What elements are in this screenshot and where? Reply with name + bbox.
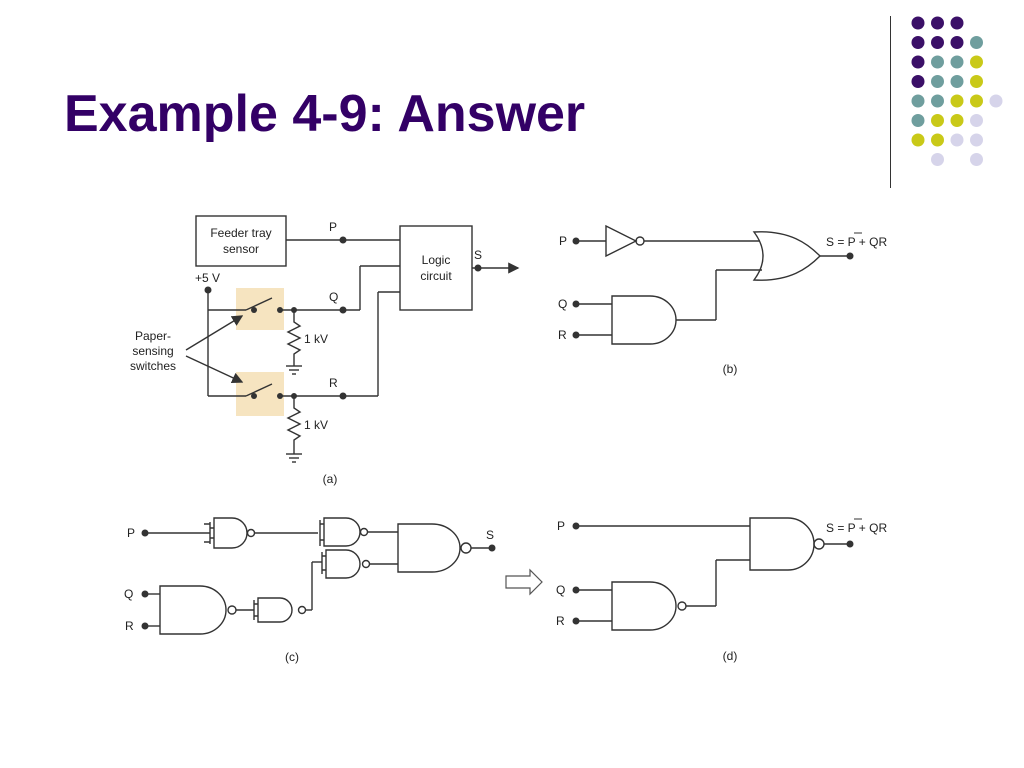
decorative-dot (970, 55, 983, 69)
diagram-d-labels: P Q R S = P + QR (d) (556, 518, 887, 663)
nand-gate-c1 (323, 517, 361, 547)
or-gate (752, 231, 821, 281)
c-output-s: S (486, 528, 494, 542)
slide-title: Example 4-9: Answer (64, 85, 586, 143)
d-nand-gate-qr (611, 581, 677, 631)
decorative-dot (950, 114, 964, 127)
decorative-dot (911, 55, 925, 69)
signal-q-label: Q (329, 290, 338, 304)
decorative-dot (970, 133, 983, 147)
title-divider (890, 16, 891, 188)
c-input-r: R (125, 619, 134, 633)
not-gate (605, 224, 638, 258)
decorative-dot (931, 36, 944, 49)
diagram-c-labels: P Q R S (c) (124, 526, 494, 664)
decorative-dot (989, 94, 1003, 108)
b-input-r: R (558, 328, 567, 342)
resistor-2-label: 1 kV (304, 418, 328, 432)
decorative-dot (931, 133, 944, 147)
b-output-equation: S = P + QR (826, 235, 887, 249)
caption-d: (d) (723, 649, 738, 663)
decorative-dot (931, 55, 944, 69)
switch-label-1: Paper- (135, 329, 171, 343)
decorative-dot (970, 36, 983, 49)
decorative-dot (950, 94, 964, 108)
diagram-d (572, 517, 854, 631)
decorative-dot (970, 114, 983, 127)
resistor-2 (286, 396, 302, 454)
d-output-equation: S = P + QR (826, 521, 887, 535)
decorative-dot (950, 36, 964, 49)
b-input-p: P (559, 234, 567, 248)
decorative-dot (970, 153, 983, 166)
resistor-1-label: 1 kV (304, 332, 328, 346)
b-input-q: Q (558, 297, 567, 311)
signal-r-label: R (329, 376, 338, 390)
transform-arrow-icon (505, 568, 543, 596)
decorative-dot (911, 75, 925, 88)
d-input-p: P (557, 519, 565, 533)
nand-gate-c2 (257, 597, 293, 623)
decorative-dot (931, 16, 944, 30)
signal-s-label: S (474, 248, 482, 262)
decorative-dot (970, 75, 983, 88)
c-input-q: Q (124, 587, 133, 601)
d-input-q: Q (556, 583, 565, 597)
feeder-tray-sensor-box (195, 215, 287, 267)
decorative-dot (950, 16, 964, 30)
diagram-a (185, 215, 520, 463)
switch-highlight-1 (236, 288, 284, 330)
decorative-dot (950, 133, 964, 147)
caption-b: (b) (723, 362, 738, 376)
d-nand-gate-out (749, 517, 815, 571)
decorative-dot (911, 114, 925, 127)
decorative-dot (911, 94, 925, 108)
and-gate (611, 295, 677, 345)
supply-label: +5 V (195, 271, 220, 285)
diagram-a-labels: Feeder tray sensor Logic circuit +5 V P … (130, 220, 482, 486)
nand-gate-qr (159, 585, 227, 635)
switch-label-2: sensing (132, 344, 173, 358)
decorative-dot (911, 36, 925, 49)
logic-label-1: Logic (422, 253, 451, 267)
diagram-b (572, 224, 854, 345)
diagram-c (141, 517, 496, 635)
decorative-dot (931, 94, 944, 108)
diagram-b-labels: P Q R S = P + QR (b) (558, 232, 887, 376)
resistor-1 (286, 310, 302, 366)
decorative-dot (970, 94, 983, 108)
decorative-dot (950, 75, 964, 88)
signal-p-label: P (329, 220, 337, 234)
c-input-p: P (127, 526, 135, 540)
sensor-label-1: Feeder tray (210, 226, 271, 240)
switch-1-blade (245, 297, 273, 311)
nand-gate-c3 (325, 549, 361, 579)
logic-circuit-box (399, 225, 473, 311)
decorative-dot (950, 55, 964, 69)
decorative-dot (911, 133, 925, 147)
sensor-label-2: sensor (223, 242, 259, 256)
decorative-dot (931, 153, 944, 166)
switch-highlight-2 (236, 372, 284, 416)
caption-a: (a) (323, 472, 338, 486)
decorative-dot (931, 114, 944, 127)
switch-2-blade (245, 383, 273, 397)
nand-gate-out (397, 523, 461, 573)
decorative-dot (931, 75, 944, 88)
switch-label-3: switches (130, 359, 176, 373)
decorative-dot (911, 16, 925, 30)
logic-label-2: circuit (420, 269, 452, 283)
caption-c: (c) (285, 650, 299, 664)
decorative-dot-grid (911, 16, 1003, 166)
nand-gate-p (213, 517, 248, 549)
d-input-r: R (556, 614, 565, 628)
